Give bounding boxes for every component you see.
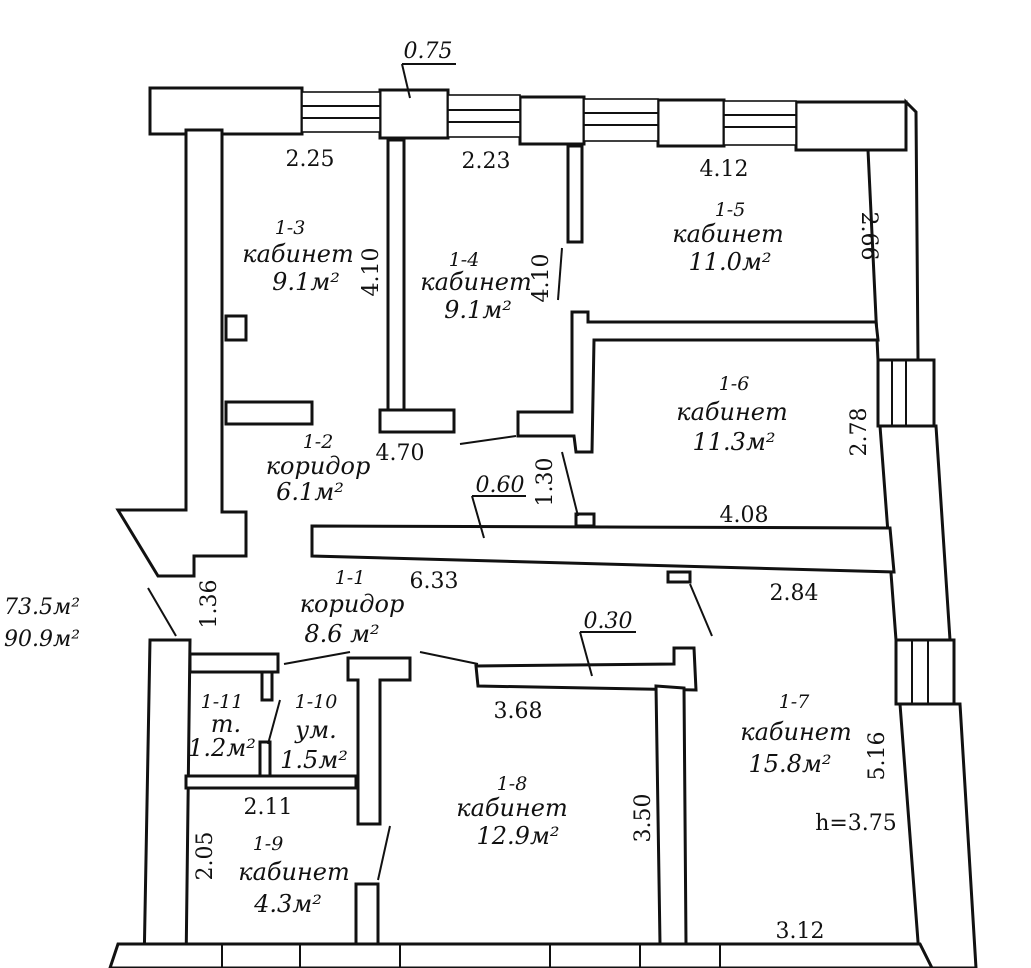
window-top-1 [301, 91, 381, 133]
dim-0-60: 0.60 [476, 473, 525, 498]
room-area: 8.6 м² [304, 620, 379, 648]
room-name: кабинет [672, 220, 784, 248]
room-number: 1-9 [253, 833, 284, 855]
top-exterior-wall [148, 86, 908, 152]
room-1-3: 1-3 кабинет 9.1м² [242, 217, 354, 296]
room-area: 9.1м² [444, 296, 512, 324]
dim-2-25: 2.25 [286, 147, 335, 172]
room-name: кабинет [420, 268, 532, 296]
room-1-6: 1-6 кабинет 11.3м² [676, 373, 788, 456]
dim-4-12: 4.12 [700, 157, 749, 182]
dim-0-30: 0.30 [584, 609, 633, 634]
dim-1-30: 1.30 [533, 458, 558, 507]
window-top-3 [583, 98, 659, 142]
room-1-2: 1-2 коридор 6.1м² [266, 431, 371, 506]
left-exterior-wall [115, 128, 248, 968]
window-top-4 [723, 100, 797, 146]
total-area-2: 90.9м² [4, 627, 80, 652]
dim-4-10-right: 4.10 [529, 254, 554, 303]
room-1-11: 1-11 т. 1.2м² [188, 691, 256, 762]
dim-3-68: 3.68 [494, 699, 543, 724]
ceiling-height: h=3.75 [815, 811, 897, 836]
room-1-7: 1-7 кабинет 15.8м² [740, 691, 852, 778]
room-number: 1-1 [335, 567, 366, 589]
dim-2-11: 2.11 [244, 795, 293, 820]
dim-5-16: 5.16 [865, 732, 890, 781]
dimension-labels: 0.75 2.25 2.23 4.12 2.66 4.10 4.10 4.70 … [193, 39, 890, 944]
room-number: 1-10 [295, 691, 338, 713]
room-area: 4.3м² [253, 890, 322, 918]
dim-0-75: 0.75 [404, 39, 453, 64]
room-1-4: 1-4 кабинет 9.1м² [420, 249, 532, 324]
room-area: 6.1м² [276, 478, 344, 506]
right-exterior-wall [866, 98, 978, 968]
room-1-1: 1-1 коридор 8.6 м² [300, 567, 405, 648]
room-1-9: 1-9 кабинет 4.3м² [238, 833, 350, 918]
interior-walls [108, 138, 934, 968]
room-area: 15.8м² [749, 750, 832, 778]
room-area: 11.0м² [689, 248, 772, 276]
dim-2-23: 2.23 [462, 149, 511, 174]
dim-2-78: 2.78 [847, 408, 872, 457]
room-name: т. [211, 710, 241, 738]
dim-4-70: 4.70 [376, 441, 425, 466]
dim-4-08: 4.08 [720, 503, 769, 528]
room-name: кабинет [456, 794, 568, 822]
room-1-5: 1-5 кабинет 11.0м² [672, 199, 784, 276]
room-1-8: 1-8 кабинет 12.9м² [456, 773, 568, 850]
room-number: 1-4 [449, 249, 480, 271]
room-number: 1-7 [779, 691, 811, 713]
dim-6-33: 6.33 [410, 569, 459, 594]
room-1-10: 1-10 ум. 1.5м² [280, 691, 348, 774]
room-name: коридор [266, 452, 371, 480]
room-number: 1-3 [275, 217, 306, 239]
room-name: кабинет [740, 718, 852, 746]
door-lines [147, 63, 713, 881]
room-name: коридор [300, 590, 405, 618]
room-name: ум. [294, 716, 336, 744]
dim-3-50: 3.50 [631, 794, 656, 843]
dim-2-66: 2.66 [856, 212, 881, 261]
area-totals: 73.5м² 90.9м² [4, 595, 80, 652]
room-name: кабинет [242, 240, 354, 268]
room-area: 1.5м² [280, 746, 348, 774]
room-area: 9.1м² [272, 268, 340, 296]
room-number: 1-8 [497, 773, 528, 795]
dim-3-12: 3.12 [776, 919, 825, 944]
room-area: 12.9м² [477, 822, 560, 850]
room-area: 11.3м² [693, 428, 776, 456]
total-area-1: 73.5м² [4, 595, 80, 620]
room-number: 1-5 [715, 199, 746, 221]
dim-1-36: 1.36 [197, 580, 222, 629]
room-name: кабинет [676, 398, 788, 426]
room-area: 1.2м² [188, 734, 256, 762]
room-number: 1-11 [201, 691, 244, 713]
dim-2-84: 2.84 [770, 581, 819, 606]
window-top-2 [447, 94, 521, 138]
room-number: 1-2 [303, 431, 334, 453]
dim-2-05: 2.05 [193, 832, 218, 881]
dim-4-10-left: 4.10 [359, 248, 384, 297]
room-number: 1-6 [719, 373, 750, 395]
room-name: кабинет [238, 858, 350, 886]
